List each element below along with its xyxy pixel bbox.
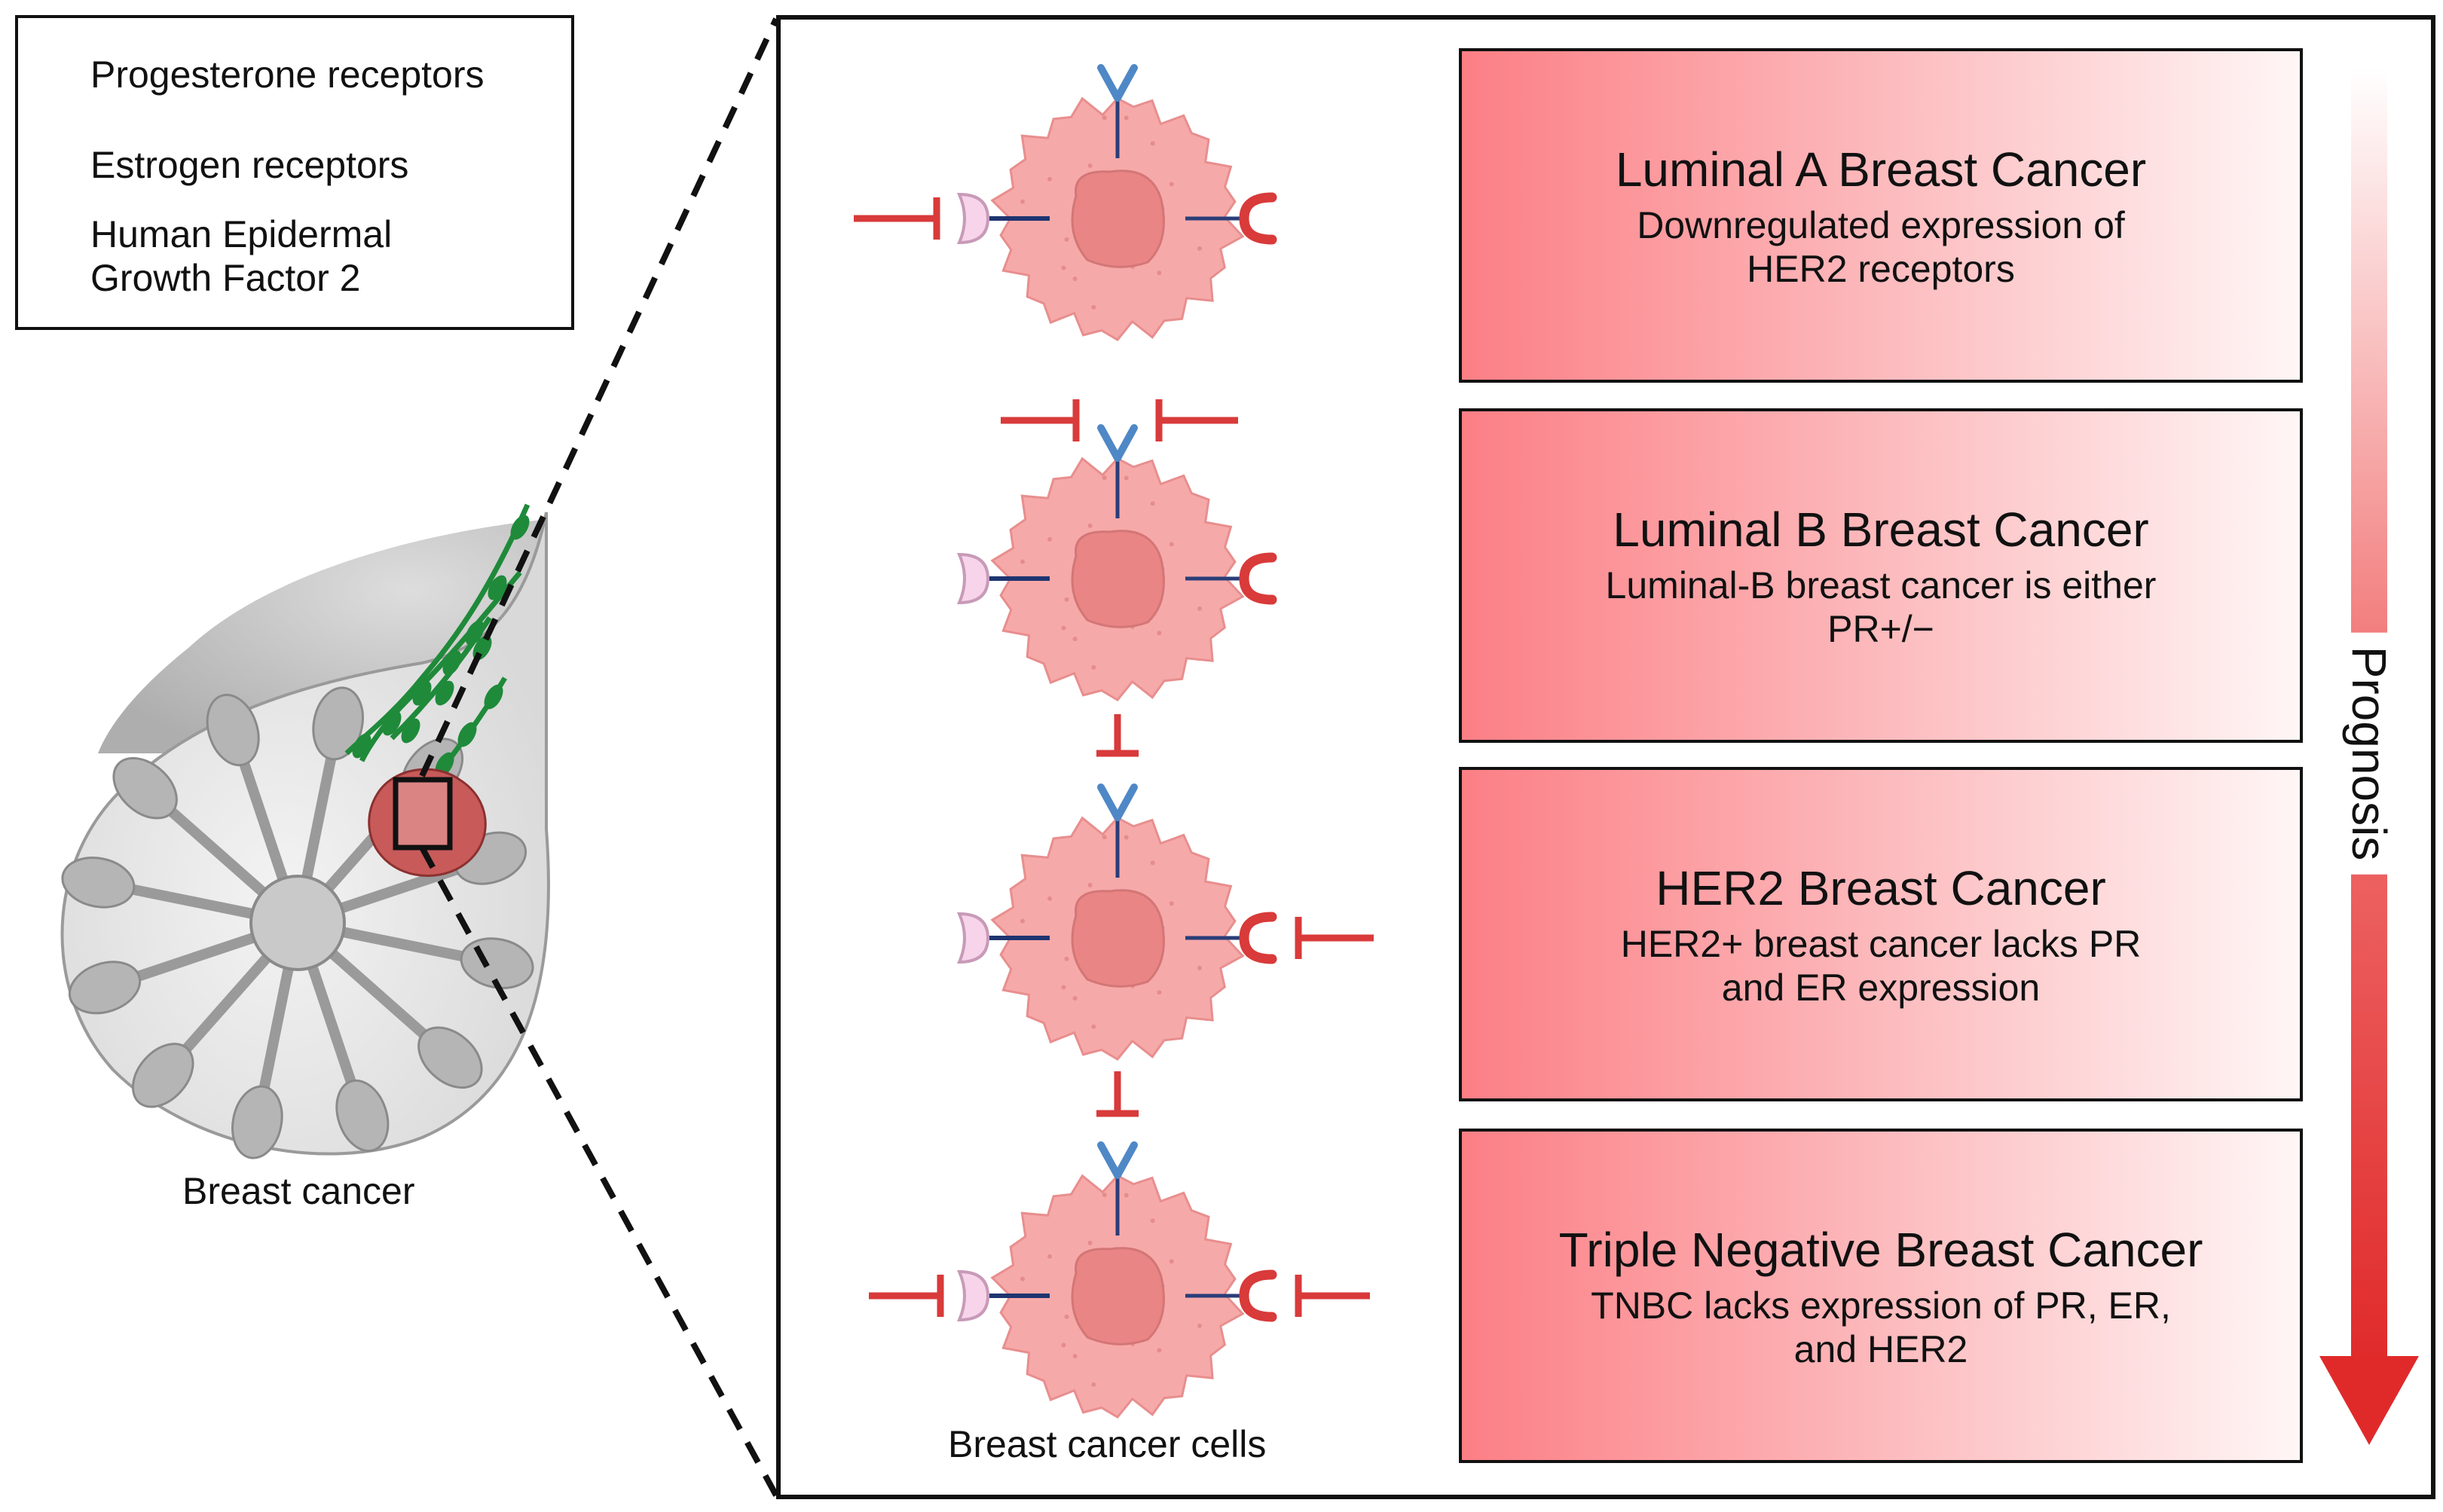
zoom-box <box>393 777 453 851</box>
lymph-node <box>484 684 503 710</box>
lymph-node <box>412 680 432 706</box>
legend-label-her2: Human Epidermal Growth Factor 2 <box>90 213 393 299</box>
duct <box>121 932 261 986</box>
type-title: Luminal B Breast Cancer <box>1613 502 2149 557</box>
type-description: TNBC lacks expression of PR, ER, and HER… <box>1591 1284 2171 1370</box>
duct <box>234 746 289 886</box>
cells-caption: Breast cancer cells <box>948 1423 1267 1465</box>
lymph-node <box>457 722 477 747</box>
breast-illustration <box>60 503 550 1159</box>
lobule <box>312 686 364 761</box>
breast-caption: Breast cancer <box>182 1170 415 1212</box>
cancer-cells <box>854 64 1374 1419</box>
duct <box>326 947 439 1048</box>
lymph-node <box>465 620 485 646</box>
lobule <box>335 1079 390 1153</box>
type-title: Triple Negative Breast Cancer <box>1558 1223 2203 1277</box>
her2-box: HER2 Breast Cancer HER2+ breast cancer l… <box>1459 767 2303 1101</box>
luminal-a-box: Luminal A Breast Cancer Downregulated ex… <box>1459 48 2303 383</box>
lobule <box>61 857 136 909</box>
cancer-cell <box>854 64 1277 342</box>
lymph-node <box>352 733 371 759</box>
duct <box>157 798 270 899</box>
legend-label-estrogen: Estrogen receptors <box>90 144 409 186</box>
lymph-node <box>510 515 530 540</box>
lymph-node <box>435 680 454 706</box>
type-description: HER2+ breast cancer lacks PR and ER expr… <box>1620 923 2142 1009</box>
prognosis-label: Prognosis <box>2341 632 2397 875</box>
lymph-node <box>382 710 402 736</box>
duct <box>115 881 259 920</box>
lobule <box>231 1085 283 1159</box>
lymph-node <box>442 650 462 676</box>
lobule <box>417 1026 483 1089</box>
lobule <box>206 693 260 767</box>
type-description: Downregulated expression of HER2 recepto… <box>1637 204 2125 290</box>
zoom-panel <box>776 15 2435 1499</box>
type-title: Luminal A Breast Cancer <box>1615 142 2147 197</box>
lobule <box>131 1043 194 1108</box>
zoom-line-top <box>419 17 779 777</box>
legend-label-progesterone: Progesterone receptors <box>90 53 485 96</box>
inhibition-marker <box>1096 1071 1139 1117</box>
duct <box>336 926 481 964</box>
lobule <box>68 961 142 1015</box>
duct <box>256 961 295 1106</box>
vessel <box>344 503 530 756</box>
tnbc-box: Triple Negative Breast Cancer TNBC lacks… <box>1459 1129 2303 1463</box>
inhibition-marker <box>1096 714 1139 757</box>
luminal-b-box: Luminal B Breast Cancer Luminal-B breast… <box>1459 408 2303 743</box>
cancer-cell <box>956 783 1374 1061</box>
cancer-cell <box>956 399 1277 702</box>
lymph-node <box>488 575 507 600</box>
duct <box>307 960 361 1100</box>
duct <box>301 740 339 884</box>
mammary-lobes <box>61 686 534 1159</box>
cancer-cell <box>869 1141 1370 1419</box>
type-title: HER2 Breast Cancer <box>1656 861 2106 915</box>
lymph-vessels <box>344 503 530 778</box>
nipple-area <box>249 875 346 971</box>
lymph-node <box>401 718 420 744</box>
duct <box>173 951 274 1064</box>
zoom-line-bottom <box>419 846 779 1497</box>
legend <box>15 15 574 330</box>
type-description: Luminal-B breast cancer is either PR+/− <box>1605 564 2157 650</box>
lobule <box>112 756 178 820</box>
